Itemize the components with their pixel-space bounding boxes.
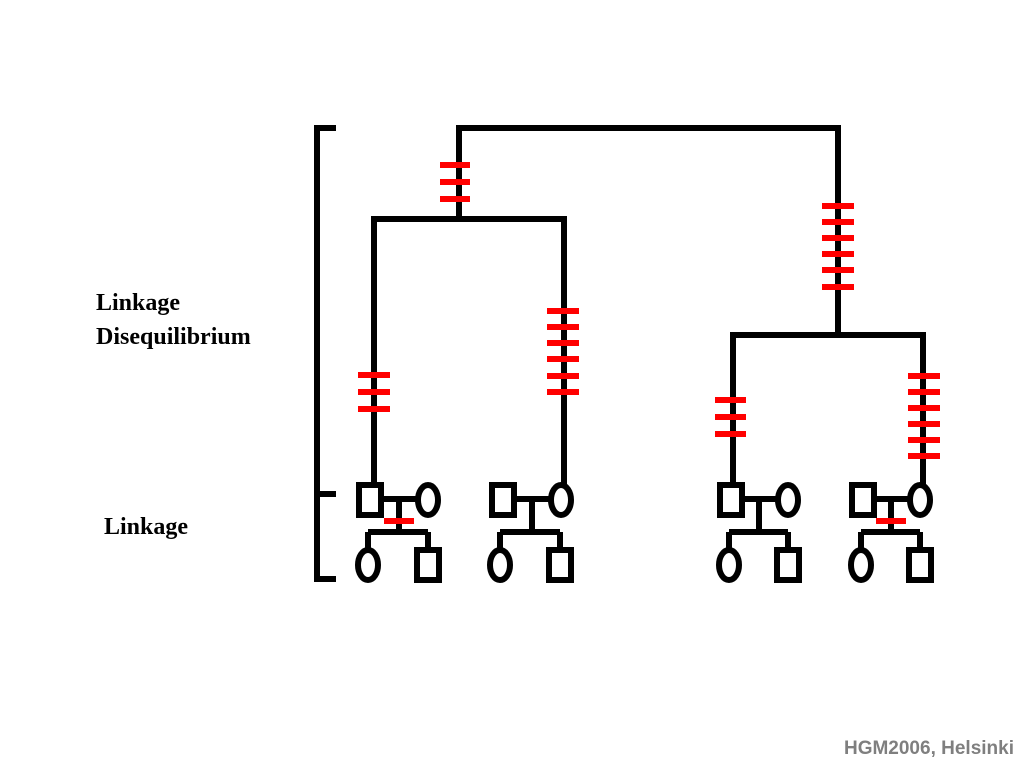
- footer-text: HGM2006, Helsinki: [843, 738, 1014, 759]
- bracket-outline: [314, 125, 336, 582]
- male-symbol: [414, 547, 442, 583]
- mutation-marks: [358, 162, 940, 459]
- scale-bracket: [314, 125, 336, 582]
- female-symbol: [355, 547, 381, 583]
- ld-label-line2: Disequilibrium: [96, 324, 251, 350]
- female-symbol: [775, 482, 801, 518]
- marks-right-left: [715, 397, 746, 437]
- pedigree-1: [355, 482, 442, 583]
- marks-right-right: [908, 373, 940, 459]
- pedigree-4: [848, 482, 934, 583]
- linkage-label: Linkage: [104, 514, 189, 540]
- female-symbol: [848, 547, 874, 583]
- female-symbol: [548, 482, 574, 518]
- marks-left-right: [547, 308, 579, 395]
- ld-label-line1: Linkage: [96, 290, 181, 316]
- marks-root-left: [440, 162, 470, 202]
- male-symbol: [546, 547, 574, 583]
- marks-left-left: [358, 372, 390, 412]
- pedigree-2: [487, 482, 574, 583]
- male-symbol: [489, 482, 517, 518]
- female-symbol: [716, 547, 742, 583]
- male-symbol: [356, 482, 384, 518]
- male-symbol: [774, 547, 802, 583]
- coalescent-tree: [371, 125, 926, 491]
- female-symbol: [415, 482, 441, 518]
- female-symbol: [907, 482, 933, 518]
- male-symbol: [849, 482, 877, 518]
- male-symbol: [906, 547, 934, 583]
- linkage-disequilibrium-label: Linkage Disequilibrium: [96, 286, 251, 354]
- female-symbol: [487, 547, 513, 583]
- male-symbol: [717, 482, 745, 518]
- pedigree-3: [716, 482, 802, 583]
- marks-root-right: [822, 203, 854, 290]
